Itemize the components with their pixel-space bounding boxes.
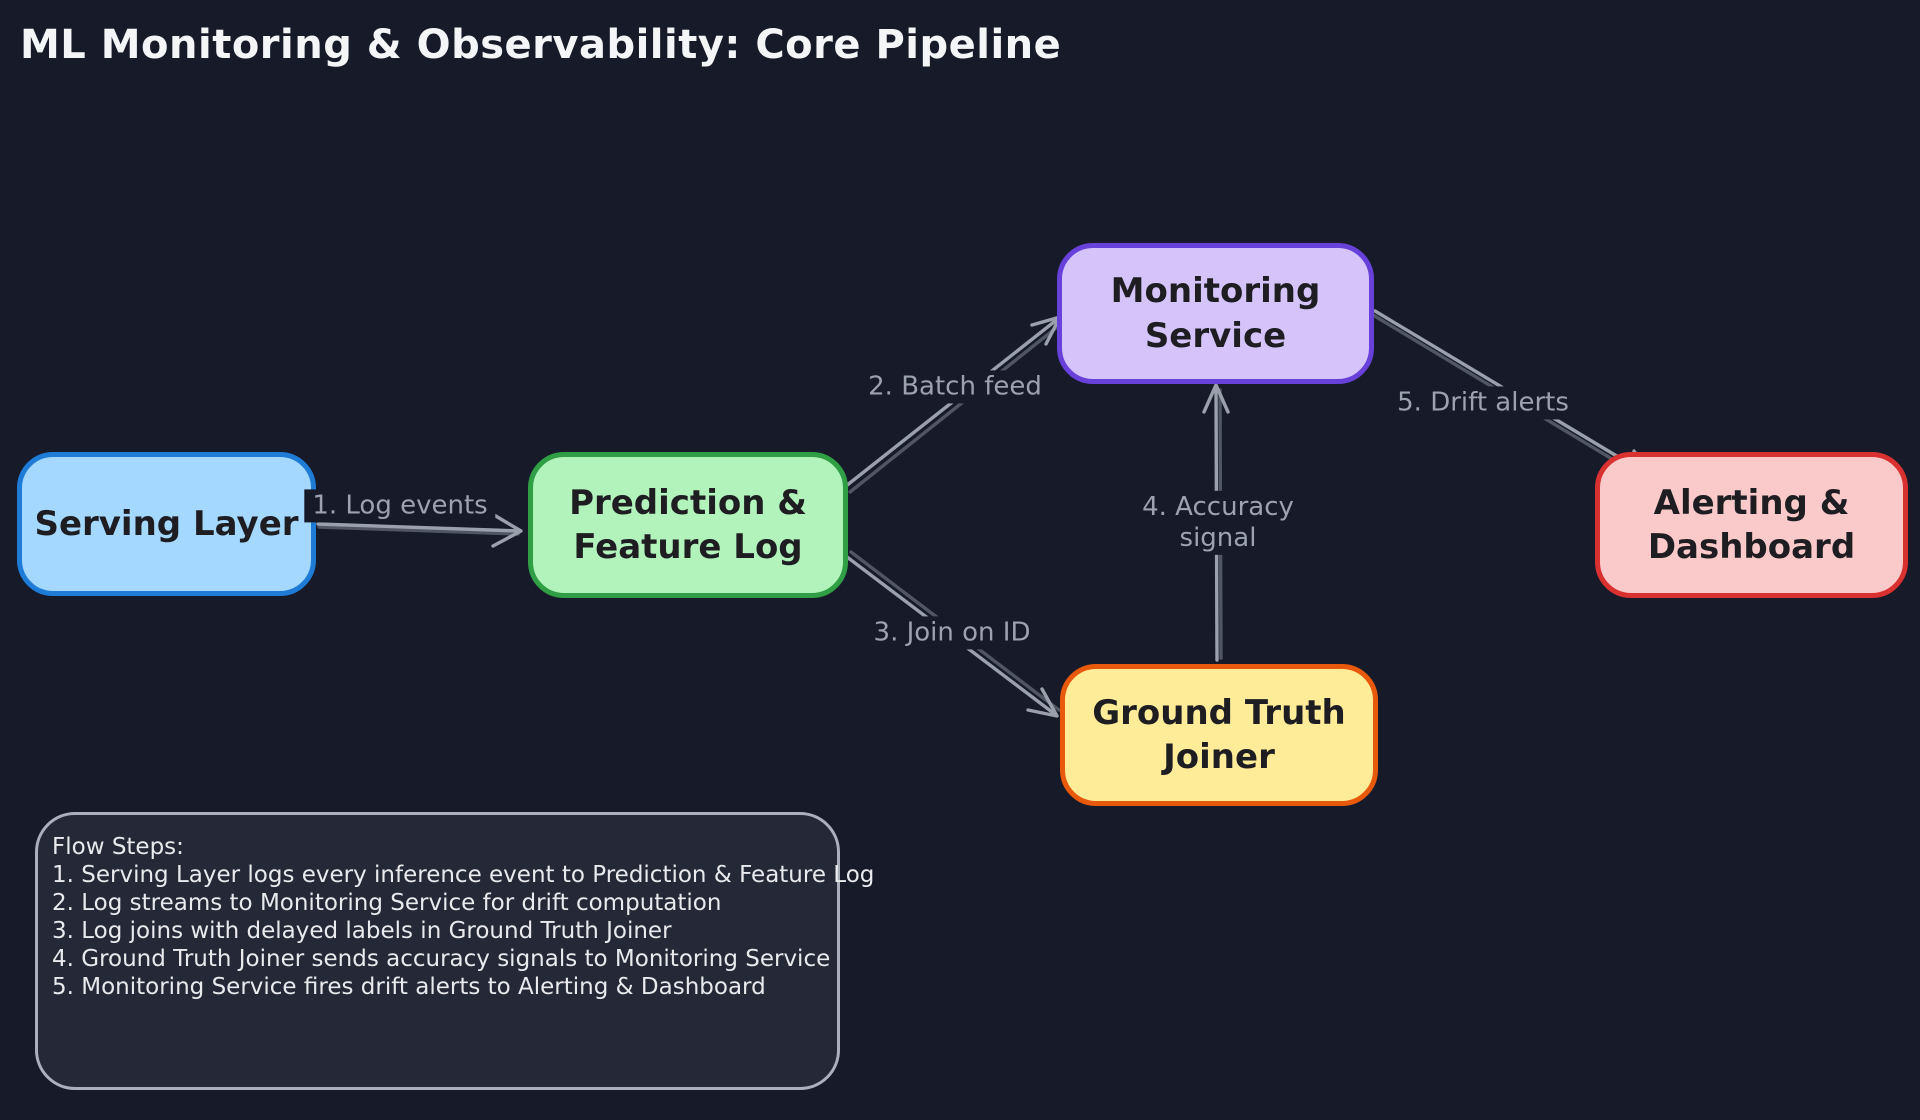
node-serving-layer-label: Serving Layer — [34, 503, 299, 544]
edge-label-batch-feed: 2. Batch feed — [860, 370, 1050, 404]
node-ground-truth-joiner: Ground Truth Joiner — [1060, 664, 1378, 806]
flow-steps-panel: Flow Steps: 1. Serving Layer logs every … — [35, 812, 875, 1090]
edge-label-log-events: 1. Log events — [304, 489, 496, 523]
node-prediction-feature-log-label: Prediction & Feature Log — [569, 482, 807, 567]
flow-steps-heading: Flow Steps: — [52, 834, 184, 860]
edge-label-accuracy-signal: 4. Accuracy signal — [1134, 490, 1302, 556]
node-monitoring-service: Monitoring Service — [1057, 243, 1374, 384]
flow-step-5: 5. Monitoring Service fires drift alerts… — [52, 974, 766, 1000]
edge-batch-feed-arrow — [844, 315, 1063, 494]
flow-step-1: 1. Serving Layer logs every inference ev… — [52, 862, 875, 888]
edge-log-events-arrow — [316, 513, 523, 548]
node-monitoring-service-label: Monitoring Service — [1110, 271, 1321, 356]
node-serving-layer: Serving Layer — [17, 452, 316, 596]
node-prediction-feature-log: Prediction & Feature Log — [528, 452, 848, 598]
flow-step-4: 4. Ground Truth Joiner sends accuracy si… — [52, 946, 831, 972]
node-alerting-dashboard-label: Alerting & Dashboard — [1647, 482, 1856, 567]
edge-label-join-on-id: 3. Join on ID — [865, 616, 1039, 650]
flow-step-2: 2. Log streams to Monitoring Service for… — [52, 890, 722, 916]
node-ground-truth-joiner-label: Ground Truth Joiner — [1092, 692, 1346, 777]
flow-step-3: 3. Log joins with delayed labels in Grou… — [52, 918, 672, 944]
edge-label-drift-alerts: 5. Drift alerts — [1389, 386, 1577, 420]
diagram-title: ML Monitoring & Observability: Core Pipe… — [20, 22, 1062, 68]
node-alerting-dashboard: Alerting & Dashboard — [1595, 452, 1908, 598]
